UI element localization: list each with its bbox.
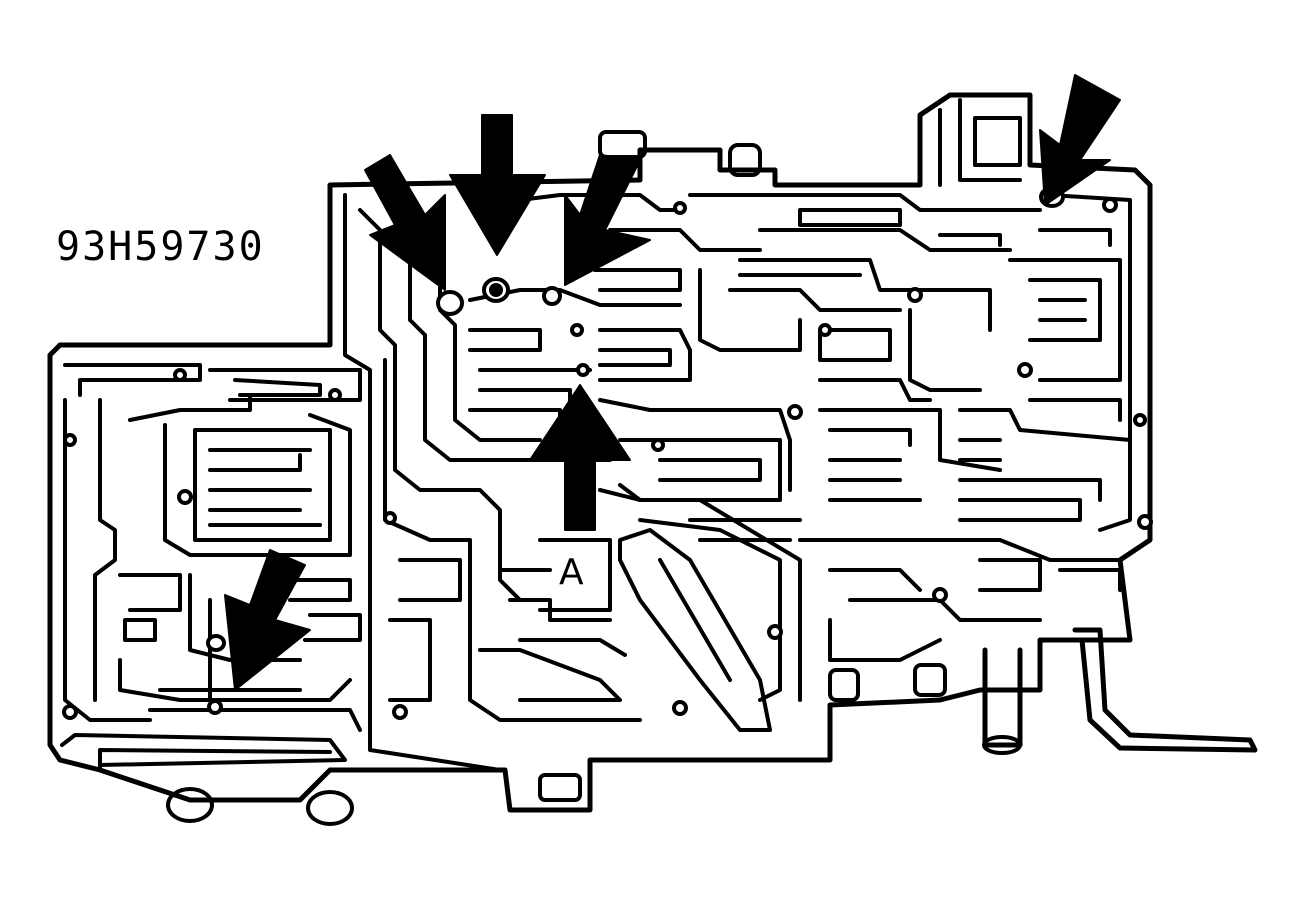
check-balls [206, 186, 1065, 652]
valve-body-outline [47, 92, 1153, 813]
right-passages [688, 193, 1132, 662]
callout-a-frame [538, 538, 612, 612]
solid-arrow-icon [364, 154, 446, 291]
check-ball-icon [206, 634, 226, 652]
solid-arrow-icon [224, 549, 311, 691]
solid-arrow-icon [529, 384, 631, 531]
solid-arrow-icon [564, 154, 651, 286]
manual-shaft [982, 627, 1258, 755]
pointer-arrows [224, 74, 1121, 691]
check-ball-icon [436, 290, 464, 316]
left-passages [63, 363, 362, 732]
figure-id: 93H59730 [56, 224, 265, 270]
bottom-bosses [166, 663, 947, 826]
callout-label-a: A [559, 552, 584, 593]
top-bosses [598, 98, 1022, 187]
bolt-holes [62, 197, 1153, 720]
solid-arrow-icon [449, 114, 546, 256]
solid-arrow-icon [1039, 74, 1121, 206]
check-ball-icon [542, 286, 562, 306]
